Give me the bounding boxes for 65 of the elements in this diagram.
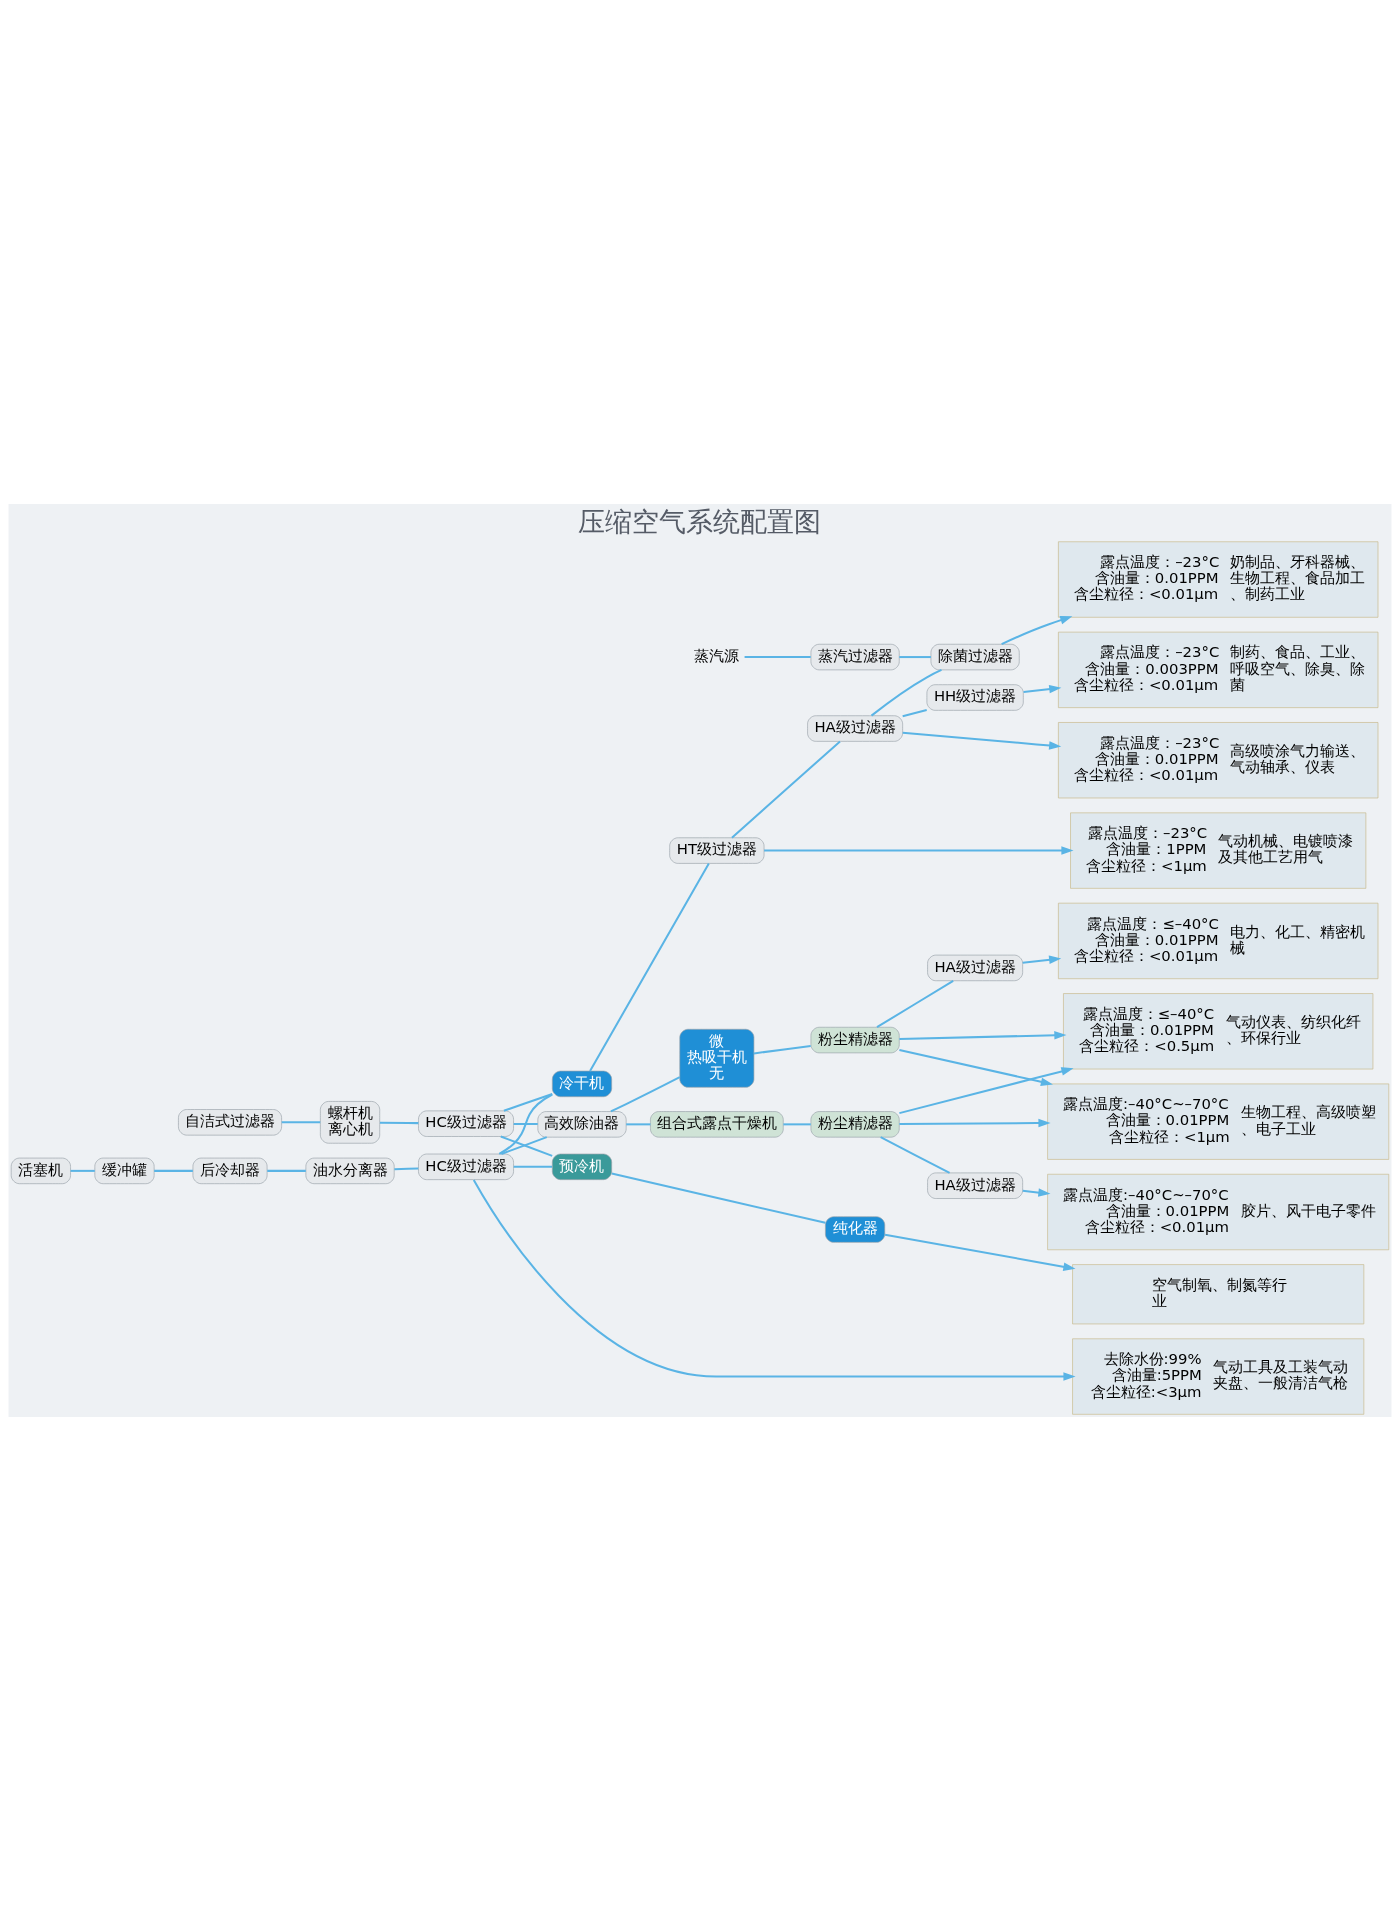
connector (500, 1135, 553, 1157)
node-box: HC级过滤器 (418, 1153, 514, 1180)
connector (870, 668, 942, 716)
node-box: 粉尘精滤器 (810, 1026, 900, 1053)
node-box: 自洁式过滤器 (178, 1108, 282, 1135)
connector (744, 655, 811, 658)
arrow (902, 731, 1062, 750)
connector (70, 1169, 95, 1172)
node-box: 组合式露点干燥机 (650, 1110, 784, 1137)
arrow (884, 1233, 1076, 1271)
node-text: 蒸汽源 (694, 646, 740, 664)
node-box: HA级过滤器 (927, 1172, 1023, 1199)
connector (154, 1169, 193, 1172)
arrow (899, 1118, 1051, 1127)
node-box: HT级过滤器 (669, 836, 765, 864)
connector (610, 1075, 681, 1112)
node-box: 露点温度：–23°C 含油量：0.01PPM 含尘粒径：<0.01μm 奶制品、牙科器械、生物工程、食品加工、制药工业 (1058, 540, 1379, 618)
connector (281, 1120, 321, 1123)
node-box: 后冷却器 (192, 1157, 268, 1184)
arrow (472, 1178, 1076, 1381)
node-box: 露点温度：–23°C 含油量：0.003PPM 含尘粒径：<0.01μm 制药、食品、工业、呼吸空气、除臭、除菌 (1058, 631, 1379, 708)
node-box: 活塞机 (10, 1157, 71, 1184)
node-box: 缓冲罐 (94, 1157, 155, 1184)
connector (589, 862, 710, 1072)
connector (501, 1135, 548, 1155)
connector (513, 1165, 552, 1168)
connector (503, 1092, 553, 1112)
arrow (1023, 684, 1062, 693)
connector (902, 708, 927, 717)
connector (731, 740, 841, 838)
node-box: 预冷机 (552, 1153, 612, 1180)
arrow (1001, 615, 1073, 645)
connector (267, 1169, 306, 1172)
node-box: 除菌过滤器 (930, 643, 1020, 670)
node-box: 蒸汽过滤器 (810, 643, 900, 670)
node-box: 空气制氧、制氮等行业 (1072, 1263, 1365, 1324)
arrow (1022, 955, 1062, 964)
node-box: HA级过滤器 (807, 714, 903, 742)
node-box: 粉尘精滤器 (810, 1110, 900, 1137)
node-box: 冷干机 (552, 1070, 612, 1097)
node-box: 露点温度:–40°C~–70°C 含油量：0.01PPM 含尘粒径：<0.01μm 胶片、风干电子零件 (1047, 1173, 1390, 1250)
node-box: 微 热吸干机 无 (679, 1028, 755, 1088)
node-box: HA级过滤器 (927, 954, 1023, 981)
node-box: 纯化器 (825, 1215, 886, 1243)
connector (880, 1135, 951, 1174)
connector (611, 1172, 826, 1224)
node-box: HH级过滤器 (926, 683, 1024, 711)
node-box: 高效除油器 (537, 1110, 627, 1137)
node-box: 油水分离器 (305, 1157, 395, 1184)
arrow (899, 1030, 1067, 1040)
connector (626, 1122, 651, 1125)
node-box: HC级过滤器 (418, 1110, 514, 1137)
connector (498, 1093, 553, 1155)
connector (379, 1121, 419, 1124)
arrow (764, 845, 1074, 855)
diagram-title: 压缩空气系统配置图 (578, 505, 822, 537)
connector (876, 979, 954, 1028)
connector (783, 1122, 811, 1125)
connector (513, 1122, 538, 1125)
connector (899, 655, 931, 658)
arrow (899, 1048, 1053, 1086)
connector (394, 1167, 419, 1170)
node-box: 螺杆机 离心机 (320, 1100, 381, 1144)
arrow (899, 1066, 1074, 1114)
connector (753, 1044, 811, 1054)
